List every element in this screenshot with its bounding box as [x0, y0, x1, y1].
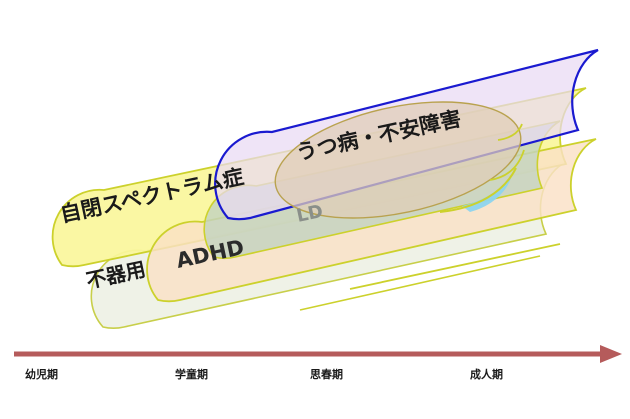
tail-stroke-4 [497, 123, 523, 141]
shape-cyan-wedge [439, 167, 517, 213]
cyan-wedge-stroke [439, 167, 517, 213]
timeline-arrow [14, 345, 622, 363]
tail-stroke-2 [299, 255, 541, 311]
tail-stroke-3 [489, 149, 525, 181]
shape-inner-core [274, 101, 522, 219]
inner-core-ellipse [274, 101, 522, 219]
stage-label-infancy: 幼児期 [25, 367, 58, 381]
timeline-arrow-head [600, 345, 622, 363]
stage-label-adolescence: 思春期 [310, 367, 343, 381]
stage-label-school-age: 学童期 [175, 367, 208, 381]
tail-stroke-1 [349, 243, 561, 290]
cyan-wedge [462, 172, 513, 212]
stage-label-adulthood: 成人期 [470, 367, 503, 381]
tail-strokes [299, 123, 561, 311]
